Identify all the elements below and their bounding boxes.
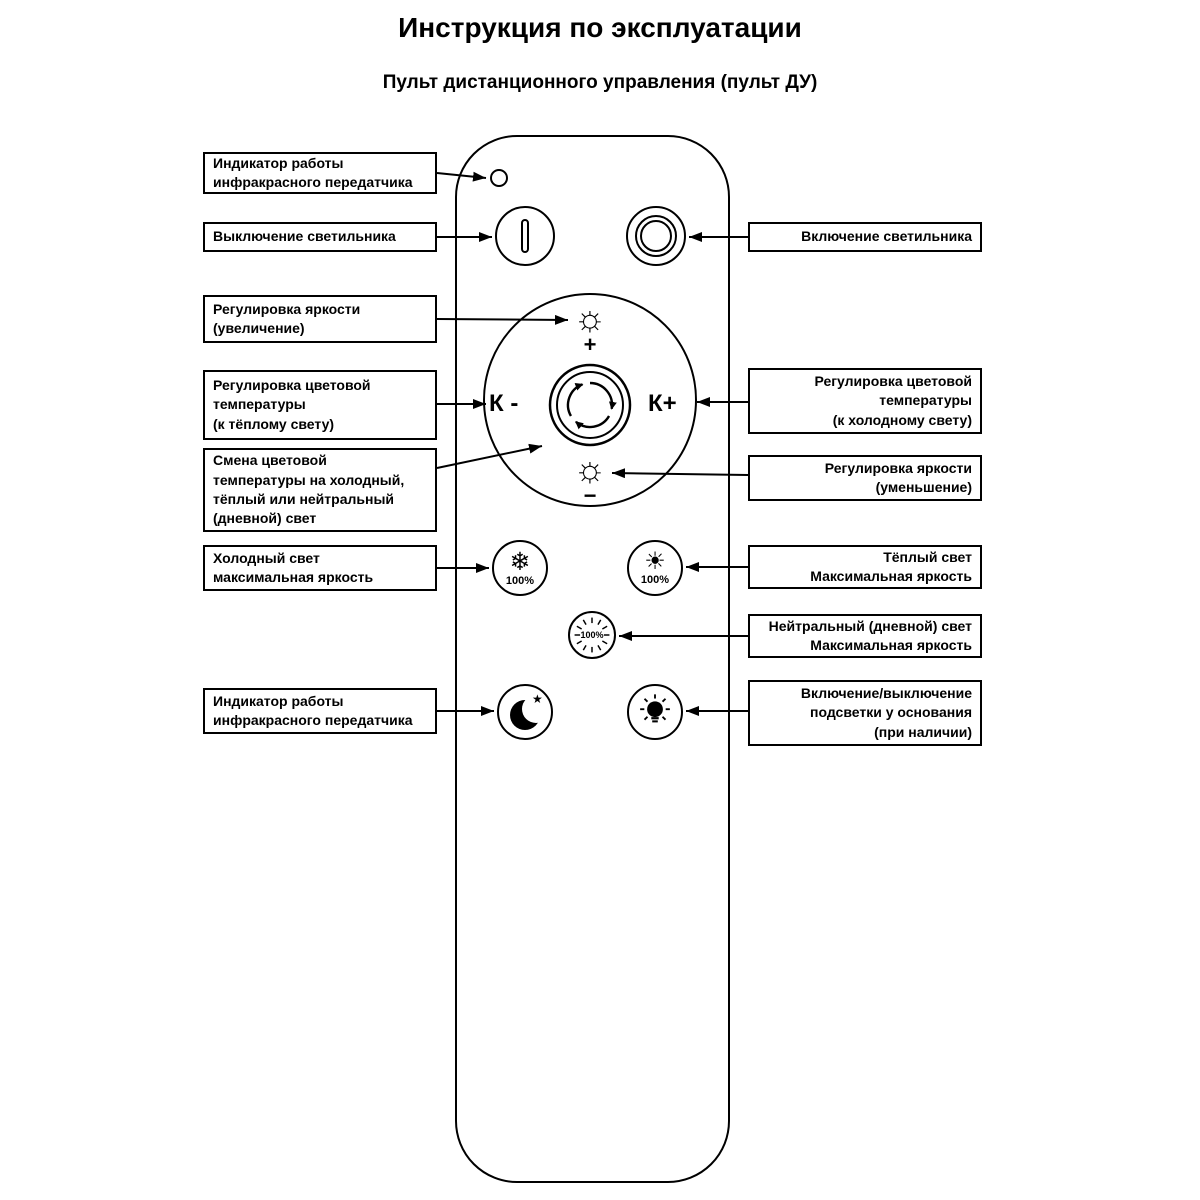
power-on-button <box>626 206 686 266</box>
callout-warm-max: Тёплый свет Максимальная яркость <box>748 545 982 589</box>
snowflake-icon: ❄ <box>509 547 531 576</box>
neutral-percent-label: 100% <box>580 630 604 640</box>
callout-power-off: Выключение светильника <box>203 222 437 252</box>
callout-brightness-up: Регулировка яркости (увеличение) <box>203 295 437 343</box>
star-icon: ★ <box>532 692 543 706</box>
neutral-max-button: 100% <box>568 611 616 659</box>
moon-cutout <box>522 695 550 723</box>
page-subtitle: Пульт дистанционного управления (пульт Д… <box>382 72 818 93</box>
callout-brightness-down: Регулировка яркости (уменьшение) <box>748 455 982 501</box>
warm-percent-label: 100% <box>640 574 670 586</box>
callout-power-on: Включение светильника <box>748 222 982 252</box>
sun-filled-icon: ☀ <box>644 548 666 575</box>
power-ring-inner-icon <box>640 220 672 252</box>
cold-max-button: ❄ 100% <box>492 540 548 596</box>
warm-max-button: ☀ 100% <box>627 540 683 596</box>
callout-ir-indicator-top: Индикатор работы инфракрасного передатчи… <box>203 152 437 194</box>
k-plus-label: К+ <box>648 390 677 417</box>
base-backlight-button <box>627 684 683 740</box>
bulb-icon <box>640 694 670 723</box>
cold-percent-label: 100% <box>505 574 535 587</box>
power-bar-icon <box>521 219 529 253</box>
k-minus-label: К - <box>489 390 519 417</box>
brightness-minus-label: − <box>583 483 597 508</box>
callout-color-warm: Регулировка цветовой температуры (к тёпл… <box>203 370 437 440</box>
sun-rays-icon <box>574 617 610 653</box>
ir-indicator-led <box>490 169 508 187</box>
callout-base-backlight: Включение/выключение подсветки у основан… <box>748 680 982 746</box>
brightness-plus-label: + <box>583 332 597 357</box>
callout-neutral-max: Нейтральный (дневной) свет Максимальная … <box>748 614 982 658</box>
callout-cold-max: Холодный свет максимальная яркость <box>203 545 437 591</box>
power-ring-icon <box>635 215 677 257</box>
page-title: Инструкция по эксплуатации <box>398 12 802 43</box>
brightness-down-sun-icon: ☼ <box>573 448 607 489</box>
brightness-up-sun-icon: ☼ <box>573 297 607 338</box>
callout-color-cold: Регулировка цветовой температуры (к холо… <box>748 368 982 434</box>
callout-ir-indicator-bottom: Индикатор работы инфракрасного передатчи… <box>203 688 437 734</box>
night-mode-button: ★ <box>497 684 553 740</box>
power-off-button <box>495 206 555 266</box>
callout-color-cycle: Смена цветовой температуры на холодный, … <box>203 448 437 532</box>
